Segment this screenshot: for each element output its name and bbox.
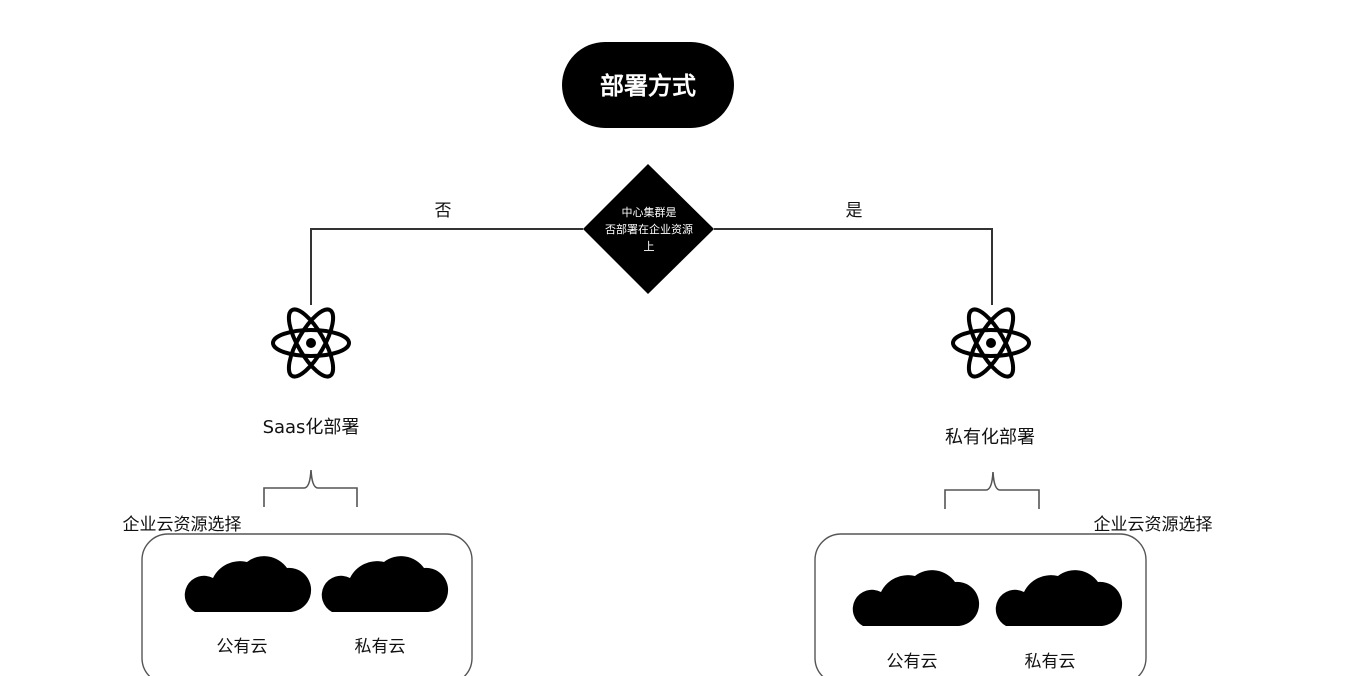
branch-label-no: 否 (435, 201, 452, 221)
right-group-label: 企业云资源选择 (1094, 515, 1213, 535)
left-option-box (141, 533, 473, 676)
cloud-icon (184, 556, 312, 612)
atom-icon (271, 301, 351, 385)
title-node: 部署方式 (562, 42, 734, 128)
left-branch-label: Saas化部署 (263, 417, 360, 438)
decision-node: 中心集群是 否部署在企业资源 上 (583, 164, 714, 294)
atom-icon (951, 301, 1031, 385)
branch-label-yes: 是 (846, 201, 863, 221)
decision-text-line3: 上 (644, 240, 655, 253)
right-brace (944, 471, 1040, 509)
left-brace (263, 469, 358, 507)
decision-text-line2: 否部署在企业资源 (605, 222, 693, 236)
cloud-icon (852, 570, 980, 626)
left-branch: Saas化部署 企业云资源选择 公有云 私有云 (123, 301, 473, 676)
left-option-public-cloud: 公有云 (217, 637, 268, 657)
right-option-box (814, 533, 1147, 676)
right-option-private-cloud: 私有云 (1025, 652, 1076, 672)
connector-no-branch (310, 228, 583, 305)
right-option-public-cloud: 公有云 (887, 652, 938, 672)
left-group-label: 企业云资源选择 (123, 515, 242, 535)
cloud-icon (995, 570, 1123, 626)
right-branch-label: 私有化部署 (945, 427, 1035, 448)
connector-yes-branch (714, 228, 993, 305)
decision-text-line1: 中心集群是 (622, 205, 677, 219)
connector-lines (310, 228, 993, 305)
left-option-private-cloud: 私有云 (355, 637, 406, 657)
cloud-icon (321, 556, 449, 612)
title-text: 部署方式 (600, 72, 696, 100)
right-branch: 私有化部署 企业云资源选择 公有云 私有云 (814, 301, 1213, 676)
